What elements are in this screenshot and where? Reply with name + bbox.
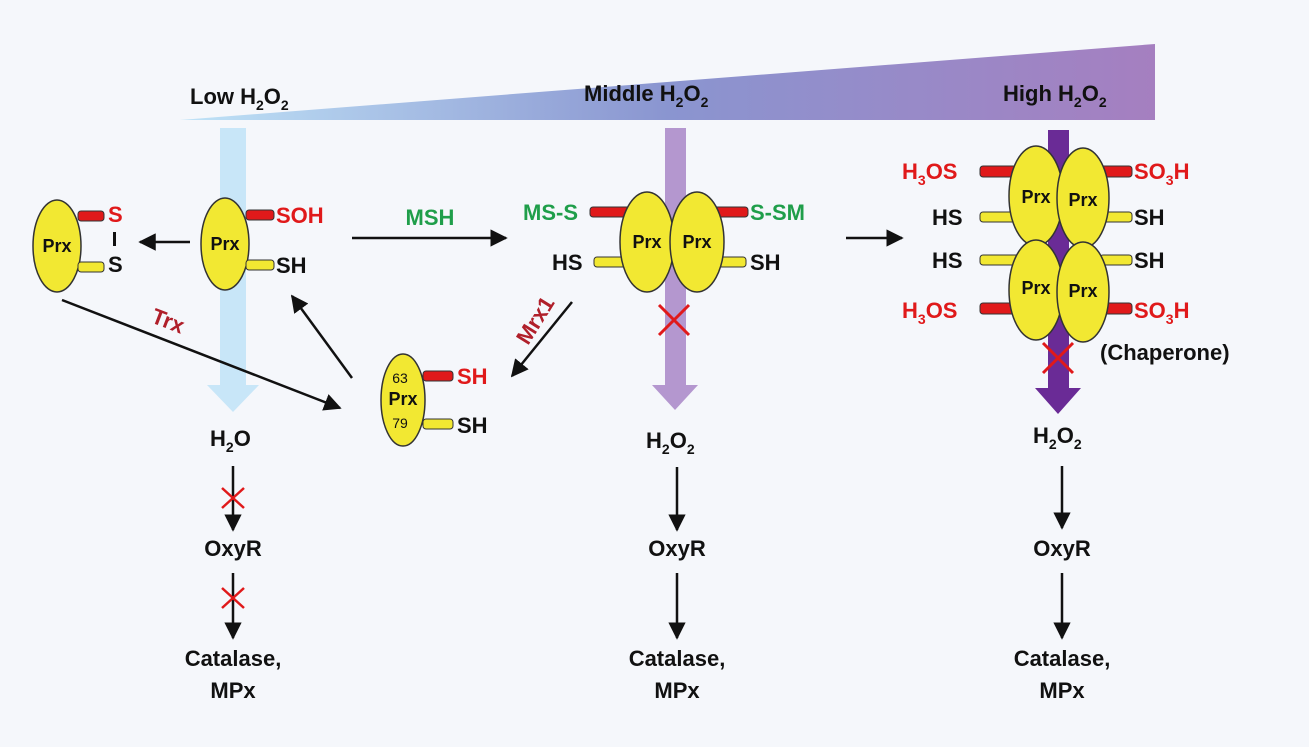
- low-catalase: Catalase,: [185, 646, 282, 671]
- low-product-h2o: H2O: [210, 426, 251, 455]
- reduced-bar: [77, 261, 105, 273]
- sh-label: SH: [750, 250, 781, 275]
- high-block-x: [1041, 341, 1075, 375]
- prx-ellipse-br: [1056, 241, 1110, 343]
- hs-label: HS: [552, 250, 583, 275]
- prx-label: Prx: [210, 234, 239, 254]
- prx-dimer-mycothiolated: Prx Prx: [589, 191, 749, 293]
- prx-label-left: Prx: [632, 232, 661, 252]
- disulfide-s-top: S: [108, 202, 123, 227]
- oxidized-bar: [245, 209, 275, 221]
- hs-top-label: HS: [932, 205, 963, 230]
- low-h2o2-label: Low H2O2: [190, 84, 289, 113]
- prx-ellipse: [32, 199, 82, 293]
- sh-top-label: SH: [1134, 205, 1165, 230]
- prx-reduced: 63 Prx 79 SH SH: [380, 353, 488, 447]
- middle-mpx: MPx: [654, 678, 700, 703]
- residue-63: 63: [392, 370, 408, 386]
- high-h2o2-label: High H2O2: [1003, 81, 1107, 110]
- so3h-top-label: SO3H: [1134, 159, 1189, 188]
- high-catalase: Catalase,: [1014, 646, 1111, 671]
- reduced-bar: [245, 259, 275, 271]
- oxidized-bar: [422, 370, 454, 382]
- prx-label: Prx: [388, 389, 417, 409]
- h2o2-gradient-wedge: [180, 44, 1155, 120]
- so3h-bottom-label: SO3H: [1134, 298, 1189, 327]
- low-block-x-1: [221, 487, 245, 509]
- msh-label: MSH: [406, 205, 455, 230]
- chaperone-label: (Chaperone): [1100, 340, 1230, 365]
- middle-product-h2o2: H2O2: [646, 428, 695, 457]
- middle-block-x: [657, 303, 691, 337]
- oxidized-bar: [77, 210, 105, 222]
- low-mpx: MPx: [210, 678, 256, 703]
- h3os-top-label: H3OS: [902, 159, 957, 188]
- ms-s-text: MS-S: [523, 200, 578, 225]
- s-sm-label: S-SM: [750, 200, 805, 225]
- low-block-x-2: [221, 587, 245, 609]
- prx-label: Prx: [42, 236, 71, 256]
- reduced-bar: [422, 418, 454, 430]
- middle-h2o2-label: Middle H2O2: [584, 81, 709, 110]
- middle-oxyr: OxyR: [648, 536, 706, 561]
- mrx1-arrow: [510, 301, 573, 378]
- prx-chaperone-complex: Prx Prx Prx Prx: [979, 145, 1133, 343]
- prx-sulfenic: Prx SOH SH: [200, 197, 324, 291]
- arrow-reduced-to-soh: [290, 294, 354, 379]
- sh-bottom-label: SH: [1134, 248, 1165, 273]
- sh-top-label: SH: [457, 364, 488, 389]
- mrx1-label: Mrx1: [511, 292, 559, 349]
- prx-label-tl: Prx: [1021, 187, 1050, 207]
- prx-disulfide: Prx S S: [32, 199, 123, 293]
- sh-label: SH: [276, 253, 307, 278]
- disulfide-s-bottom: S: [108, 252, 123, 277]
- prx-label-br: Prx: [1068, 281, 1097, 301]
- soh-label: SOH: [276, 203, 324, 228]
- prx-ellipse: [200, 197, 250, 291]
- prx-label-tr: Prx: [1068, 190, 1097, 210]
- prx-label-right: Prx: [682, 232, 711, 252]
- ms-s-label: MS-S: [523, 200, 578, 225]
- high-mpx: MPx: [1039, 678, 1085, 703]
- low-oxyr: OxyR: [204, 536, 262, 561]
- high-oxyr: OxyR: [1033, 536, 1091, 561]
- prx-ellipse: [380, 353, 426, 447]
- residue-79: 79: [392, 415, 408, 431]
- hs-bottom-label: HS: [932, 248, 963, 273]
- h3os-bottom-label: H3OS: [902, 298, 957, 327]
- trx-arrow: [61, 298, 342, 411]
- sh-bottom-label: SH: [457, 413, 488, 438]
- middle-catalase: Catalase,: [629, 646, 726, 671]
- disulfide-bond: [113, 232, 116, 246]
- prx-label-bl: Prx: [1021, 278, 1050, 298]
- trx-label: Trx: [148, 303, 189, 338]
- high-product-h2o2: H2O2: [1033, 423, 1082, 452]
- prx-ellipse-right: [669, 191, 725, 293]
- s-sm-text: S-SM: [750, 200, 805, 225]
